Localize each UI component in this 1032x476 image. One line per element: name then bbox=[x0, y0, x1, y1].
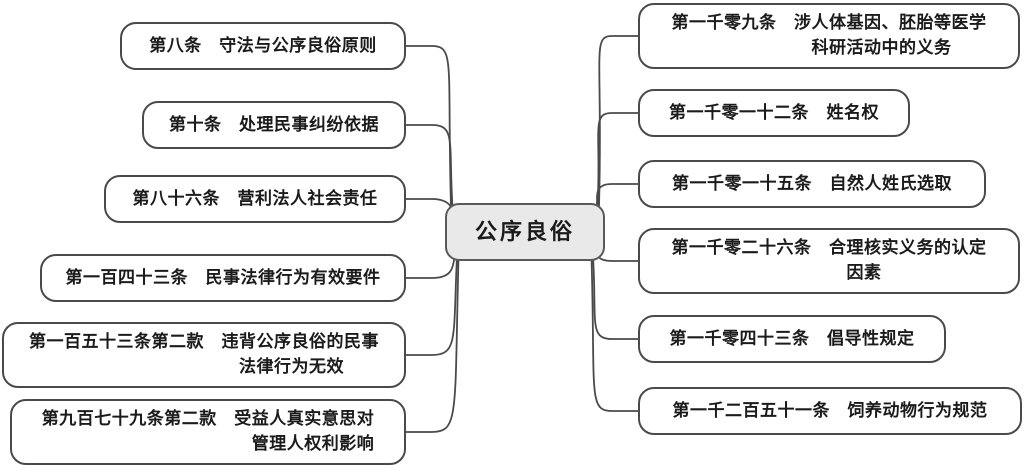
node-right-3-label: 第一千零一十五条 自然人姓氏选取 bbox=[672, 173, 952, 193]
node-right-5[interactable]: 第一千零四十三条 倡导性规定 bbox=[638, 315, 946, 363]
node-right-1[interactable]: 第一千零九条 涉人体基因、胚胎等医学 科研活动中的义务 bbox=[638, 3, 1020, 69]
node-left-3[interactable]: 第八十六条 营利法人社会责任 bbox=[104, 175, 406, 223]
node-right-6-label: 第一千二百五十一条 饲养动物行为规范 bbox=[672, 400, 988, 420]
connector-left-5 bbox=[405, 256, 458, 356]
node-left-2-label: 第十条 处理民事纠纷依据 bbox=[169, 114, 379, 134]
node-right-6[interactable]: 第一千二百五十一条 饲养动物行为规范 bbox=[638, 387, 1022, 435]
node-left-2[interactable]: 第十条 处理民事纠纷依据 bbox=[142, 101, 406, 149]
node-right-1-label: 第一千零九条 涉人体基因、胚胎等医学 科研活动中的义务 bbox=[671, 13, 987, 57]
node-right-4-label: 第一千零二十六条 合理核实义务的认定 因素 bbox=[671, 238, 987, 282]
node-right-3[interactable]: 第一千零一十五条 自然人姓氏选取 bbox=[638, 160, 986, 208]
node-right-2[interactable]: 第一千零一十二条 姓名权 bbox=[638, 89, 910, 137]
node-center-topic[interactable]: 公序良俗 bbox=[445, 203, 605, 261]
node-left-6-label: 第九百七十九条第二款 受益人真实意思对 管理人权利影响 bbox=[41, 409, 375, 453]
node-center-label: 公序良俗 bbox=[474, 219, 575, 245]
connector-right-5 bbox=[592, 256, 639, 340]
node-right-4[interactable]: 第一千零二十六条 合理核实义务的认定 因素 bbox=[638, 228, 1020, 294]
node-left-4-label: 第一百四十三条 民事法律行为有效要件 bbox=[65, 267, 381, 287]
node-left-1-label: 第八条 守法与公序良俗原则 bbox=[149, 35, 377, 55]
connector-right-6 bbox=[590, 256, 639, 412]
node-left-4[interactable]: 第一百四十三条 民事法律行为有效要件 bbox=[40, 254, 406, 302]
connector-left-2 bbox=[405, 124, 454, 208]
node-right-2-label: 第一千零一十二条 姓名权 bbox=[669, 102, 879, 122]
node-left-1[interactable]: 第八条 守法与公序良俗原则 bbox=[120, 22, 406, 70]
connector-left-1 bbox=[405, 45, 452, 208]
node-left-6[interactable]: 第九百七十九条第二款 受益人真实意思对 管理人权利影响 bbox=[10, 399, 406, 465]
connector-right-1 bbox=[598, 35, 639, 208]
node-left-5[interactable]: 第一百五十三条第二款 违背公序良俗的民事 法律行为无效 bbox=[2, 322, 406, 388]
node-right-5-label: 第一千零四十三条 倡导性规定 bbox=[669, 328, 915, 348]
connector-right-2 bbox=[596, 112, 639, 208]
connector-left-6 bbox=[405, 256, 460, 433]
connector-right-3 bbox=[595, 183, 639, 208]
node-left-5-label: 第一百五十三条第二款 违背公序良俗的民事 法律行为无效 bbox=[29, 332, 379, 376]
connector-left-4 bbox=[405, 256, 457, 279]
node-left-3-label: 第八十六条 营利法人社会责任 bbox=[132, 188, 378, 208]
